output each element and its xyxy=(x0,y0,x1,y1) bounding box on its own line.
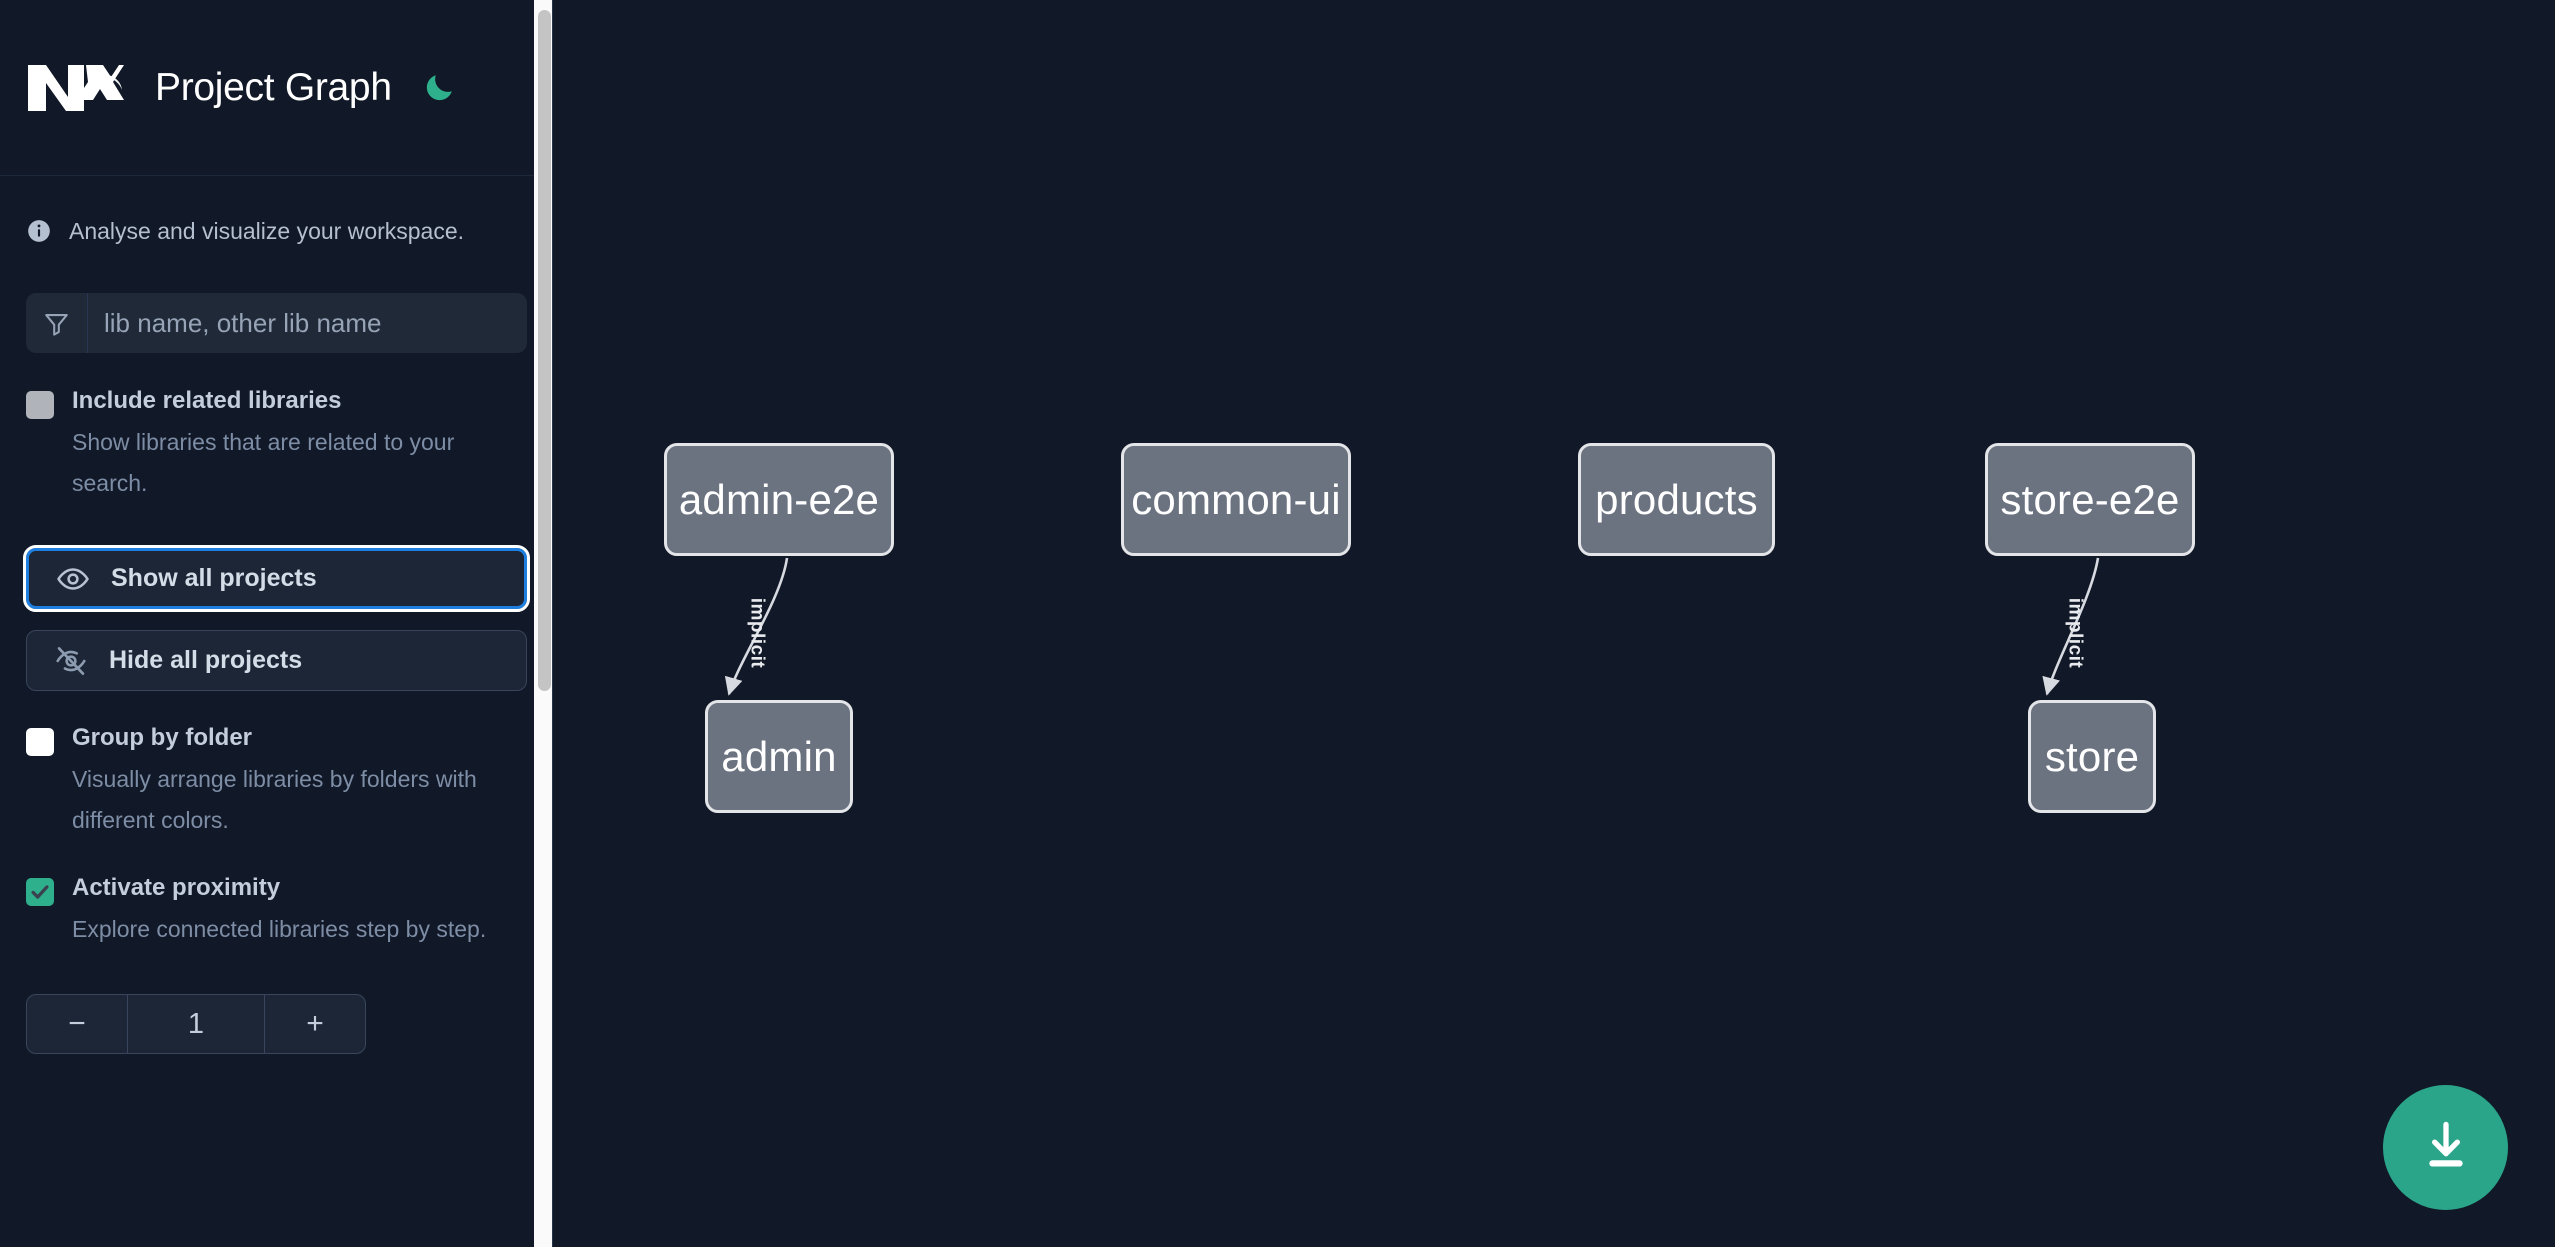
graph-node-store-e2e[interactable]: store-e2e xyxy=(1985,443,2195,556)
sidebar-scrollbar[interactable] xyxy=(534,0,553,1247)
hide-all-projects-label: Hide all projects xyxy=(109,646,303,674)
option-activate-proximity[interactable]: Activate proximity Explore connected lib… xyxy=(26,874,527,950)
stepper-decrement-button[interactable]: − xyxy=(27,995,128,1053)
graph-node-store[interactable]: store xyxy=(2028,700,2156,813)
option-label: Include related libraries xyxy=(72,387,342,414)
search-input[interactable] xyxy=(88,293,527,353)
option-description: Show libraries that are related to your … xyxy=(72,429,455,496)
download-icon xyxy=(2417,1116,2475,1179)
graph-node-products[interactable]: products xyxy=(1578,443,1775,556)
moon-icon[interactable] xyxy=(418,67,460,109)
checkbox-group-by-folder[interactable] xyxy=(26,728,54,756)
stepper-value: 1 xyxy=(187,1007,205,1040)
checkbox-include-related-libraries[interactable] xyxy=(26,391,54,419)
node-label: admin-e2e xyxy=(678,475,880,523)
checkbox-activate-proximity[interactable] xyxy=(26,878,54,906)
option-include-related-libraries[interactable]: Include related libraries Show libraries… xyxy=(26,387,527,504)
node-label: common-ui xyxy=(1131,475,1341,523)
option-label: Activate proximity xyxy=(72,874,281,901)
option-description: Visually arrange libraries by folders wi… xyxy=(72,766,477,833)
show-all-projects-button[interactable]: Show all projects xyxy=(23,545,530,612)
eye-icon xyxy=(56,562,90,596)
node-label: products xyxy=(1595,475,1758,523)
option-label: Group by folder xyxy=(72,724,252,751)
eye-off-icon xyxy=(54,644,88,678)
hide-all-projects-button[interactable]: Hide all projects xyxy=(26,630,527,691)
sidebar-header: Project Graph xyxy=(0,0,553,176)
filter-icon xyxy=(26,293,88,353)
sidebar: Project Graph Analyse and visualize your… xyxy=(0,0,553,1247)
node-label: store xyxy=(2044,732,2140,780)
proximity-stepper[interactable]: − 1 + xyxy=(26,994,366,1054)
node-label: store-e2e xyxy=(2000,475,2180,523)
graph-node-common-ui[interactable]: common-ui xyxy=(1121,443,1351,556)
sidebar-divider xyxy=(552,0,553,1247)
sidebar-scrollbar-thumb[interactable] xyxy=(538,10,551,691)
stepper-increment-button[interactable]: + xyxy=(264,995,365,1053)
download-graph-button[interactable] xyxy=(2383,1085,2508,1210)
hide-all-projects-wrap: Hide all projects xyxy=(26,630,527,691)
show-all-projects-wrap: Show all projects xyxy=(23,545,530,612)
graph-node-admin-e2e[interactable]: admin-e2e xyxy=(664,443,894,556)
info-icon xyxy=(26,218,52,244)
page-title: Project Graph xyxy=(155,65,392,109)
graph-canvas[interactable]: admin-e2e common-ui products store-e2e a… xyxy=(553,0,2555,1247)
nx-logo-icon xyxy=(26,57,124,119)
node-label: admin xyxy=(721,732,837,780)
graph-edges xyxy=(724,557,2100,696)
option-description: Explore connected libraries step by step… xyxy=(72,916,487,942)
option-group-by-folder[interactable]: Group by folder Visually arrange librari… xyxy=(26,724,527,841)
sidebar-body: Analyse and visualize your workspace. xyxy=(0,216,553,1054)
show-all-projects-label: Show all projects xyxy=(111,564,317,592)
tagline-text: Analyse and visualize your workspace. xyxy=(69,217,465,244)
graph-node-admin[interactable]: admin xyxy=(705,700,853,813)
tagline: Analyse and visualize your workspace. xyxy=(26,216,527,246)
search-field[interactable] xyxy=(26,293,527,353)
